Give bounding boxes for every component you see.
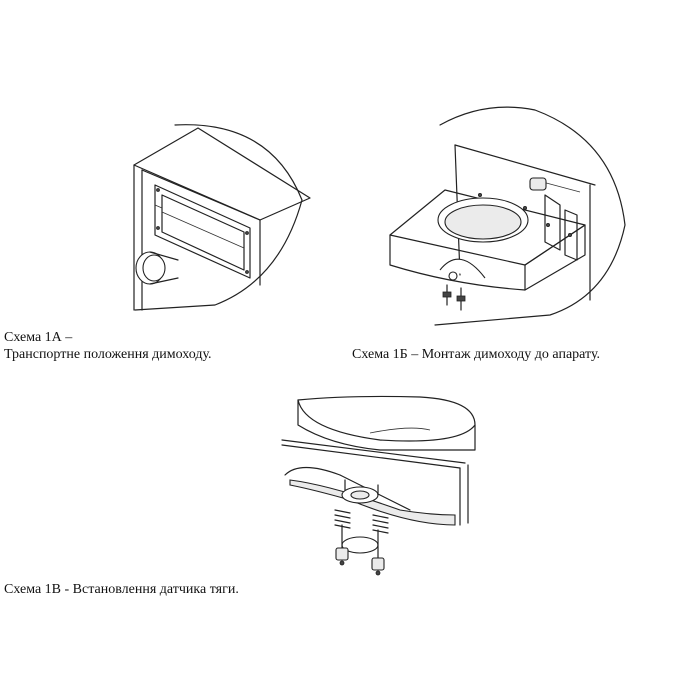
- scheme-1v-caption-text: Схема 1В - Встановлення датчика тяги.: [4, 582, 239, 597]
- spring-left-icon: [334, 509, 351, 529]
- scheme-1b-caption-text: Схема 1Б – Монтаж димоходу до апарату.: [352, 347, 601, 362]
- scheme-1b-caption: Схема 1Б – Монтаж димоходу до апарату.: [352, 346, 600, 363]
- scheme-1b-drawing: [389, 106, 626, 326]
- scheme-1a-caption: Схема 1А – Транспортне положення димоход…: [4, 329, 212, 363]
- scheme-1a-drawing: [133, 124, 311, 311]
- spring-right-icon: [372, 514, 389, 534]
- scheme-1v-drawing: [281, 395, 476, 576]
- scheme-1a-caption-line2: Транспортне положення димоходу.: [4, 347, 212, 362]
- scheme-1v-caption: Схема 1В - Встановлення датчика тяги.: [4, 581, 239, 598]
- scheme-1a-caption-line1: Схема 1А –: [4, 330, 73, 345]
